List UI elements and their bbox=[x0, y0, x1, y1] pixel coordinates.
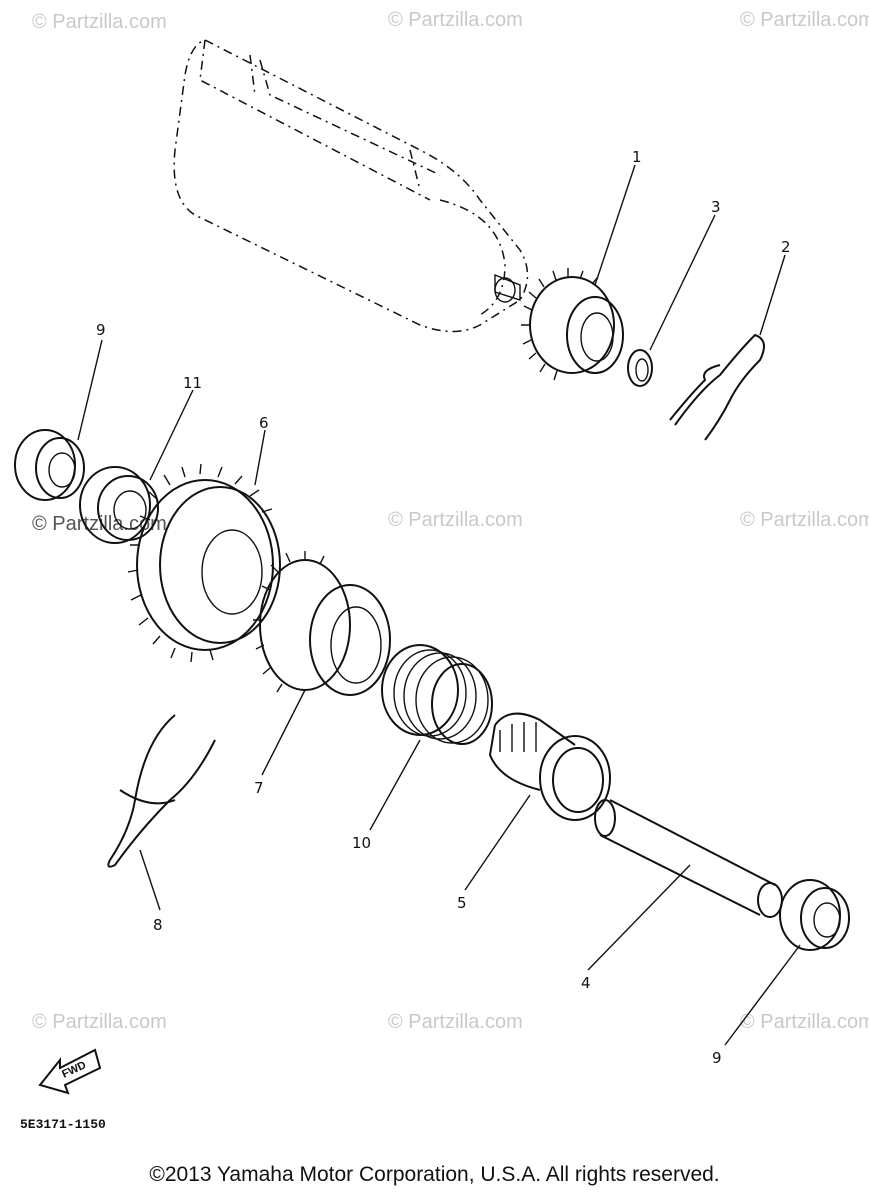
part-label-3: 3 bbox=[711, 198, 721, 216]
part-label-5: 5 bbox=[457, 894, 467, 912]
bearing-part-9-right bbox=[779, 879, 850, 951]
watermark-3: © Partzilla.com bbox=[740, 9, 869, 31]
circlip-part-3 bbox=[627, 349, 653, 387]
leader-lines bbox=[77, 164, 801, 1046]
part-label-7: 7 bbox=[254, 779, 264, 797]
part-label-9-left: 9 bbox=[96, 321, 106, 339]
part-label-4: 4 bbox=[581, 974, 591, 992]
clutch-part-5 bbox=[488, 712, 611, 821]
watermarks: © Partzilla.com © Partzilla.com © Partzi… bbox=[32, 9, 869, 1033]
part-label-11: 11 bbox=[183, 374, 202, 392]
collar-part-11 bbox=[79, 466, 159, 544]
diagram-code: 5E3171-1150 bbox=[20, 1117, 106, 1132]
fwd-label: FWD bbox=[60, 1059, 88, 1080]
fwd-arrow-icon: FWD bbox=[38, 1048, 102, 1095]
large-gear-part-6 bbox=[127, 463, 281, 663]
gear-part-7 bbox=[253, 551, 391, 696]
watermark-7: © Partzilla.com bbox=[388, 1011, 523, 1033]
part-label-6: 6 bbox=[259, 414, 269, 432]
part-label-8: 8 bbox=[153, 916, 163, 934]
watermark-1: © Partzilla.com bbox=[32, 11, 167, 33]
starter-motor-outline bbox=[173, 39, 529, 333]
watermark-8: © Partzilla.com bbox=[740, 1011, 869, 1033]
clip-part-2 bbox=[669, 333, 765, 441]
clip-part-8 bbox=[107, 714, 216, 868]
shaft-part-4 bbox=[594, 799, 783, 918]
part-number-labels: 1 2 3 4 5 6 7 8 9 9 10 11 bbox=[96, 148, 791, 1067]
watermark-5: © Partzilla.com bbox=[740, 509, 869, 531]
part-label-10: 10 bbox=[352, 834, 371, 852]
watermark-2: © Partzilla.com bbox=[388, 9, 523, 31]
part-label-2: 2 bbox=[781, 238, 791, 256]
gear-part-1 bbox=[521, 268, 624, 381]
part-label-9-right: 9 bbox=[712, 1049, 722, 1067]
watermark-9: © Partzilla.com bbox=[32, 513, 167, 535]
watermark-4: © Partzilla.com bbox=[388, 509, 523, 531]
watermark-6: © Partzilla.com bbox=[32, 1011, 167, 1033]
bearing-part-9-left bbox=[14, 429, 85, 501]
spring-part-10 bbox=[381, 644, 493, 745]
copyright-notice: ©2013 Yamaha Motor Corporation, U.S.A. A… bbox=[149, 1163, 720, 1186]
part-label-1: 1 bbox=[632, 148, 642, 166]
